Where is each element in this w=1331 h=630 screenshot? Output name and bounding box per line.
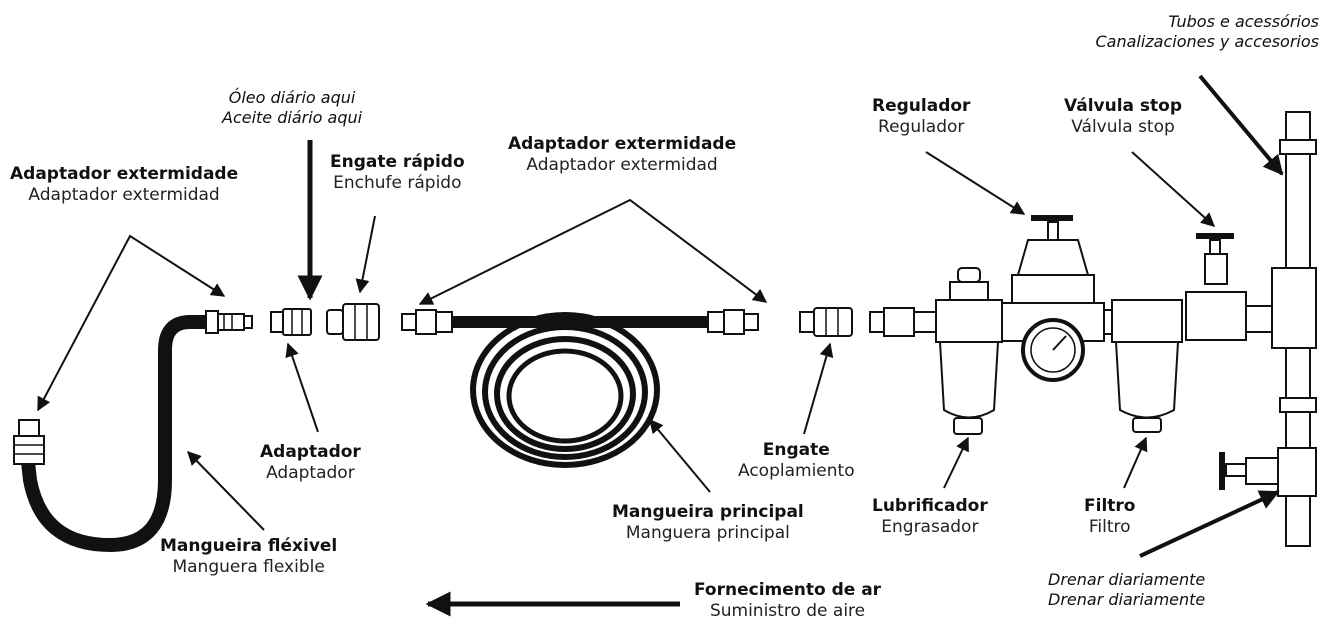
lubricator-icon	[935, 267, 1003, 435]
vertical-pipe-icon	[1271, 111, 1317, 547]
label-es: Enchufe rápido	[333, 173, 462, 194]
label-es: Filtro	[1088, 517, 1131, 538]
label-es: Suministro de aire	[709, 601, 866, 622]
label-lubricator: Lubrificador Engrasador	[872, 496, 988, 539]
label-adapter-center: Adaptador extermidade Adaptador extermid…	[508, 134, 736, 177]
label-es: Drenar diariamente	[1048, 590, 1206, 609]
label-main-hose: Mangueira principal Manguera principal	[612, 502, 804, 545]
label-pt: Óleo diário aqui	[228, 88, 356, 107]
label-pt: Drenar diariamente	[1048, 570, 1206, 589]
pressure-gauge-icon	[1021, 318, 1085, 382]
filter-icon	[1111, 299, 1183, 433]
label-pt: Engate rápido	[330, 152, 465, 172]
label-oil: Óleo diário aqui Aceite diário aqui	[222, 88, 362, 128]
label-air-supply: Fornecimento de ar Suministro de aire	[694, 580, 881, 623]
coupling-icon	[799, 307, 853, 337]
adapter-fitting-icon	[270, 308, 312, 336]
label-adapter-left: Adaptador extermidade Adaptador extermid…	[10, 164, 238, 207]
label-coupling: Engate Acoplamiento	[738, 440, 855, 483]
label-es: Válvula stop	[1071, 117, 1175, 138]
flexible-hose-icon	[13, 310, 253, 553]
label-pipes: Tubos e acessórios Canalizaciones y acce…	[1095, 12, 1319, 52]
label-filter: Filtro Filtro	[1084, 496, 1135, 539]
label-es: Adaptador extermidad	[526, 155, 718, 176]
label-es: Engrasador	[881, 517, 979, 538]
label-drain: Drenar diariamente Drenar diariamente	[1048, 570, 1205, 610]
label-pt: Regulador	[872, 96, 971, 116]
inlet-fitting	[869, 307, 939, 337]
label-es: Regulador	[878, 117, 965, 138]
label-flex-hose: Mangueira fléxivel Manguera flexible	[160, 536, 337, 579]
label-pt: Adaptador extermidade	[508, 134, 737, 154]
label-es: Aceite diário aqui	[222, 108, 363, 127]
label-es: Manguera flexible	[172, 557, 325, 578]
leader-arrows	[37, 74, 1284, 617]
label-pt: Lubrificador	[872, 496, 988, 516]
label-regulator: Regulador Regulador	[872, 96, 970, 139]
label-pt: Engate	[762, 440, 830, 460]
label-pt: Válvula stop	[1064, 96, 1183, 116]
label-pt: Filtro	[1084, 496, 1136, 516]
stop-valve-icon	[1185, 233, 1273, 341]
label-quick-coupler: Engate rápido Enchufe rápido	[330, 152, 465, 195]
label-pt: Fornecimento de ar	[694, 580, 882, 600]
label-adapter: Adaptador Adaptador	[260, 442, 361, 485]
label-stop-valve: Válvula stop Válvula stop	[1064, 96, 1182, 139]
label-es: Adaptador	[266, 463, 355, 484]
label-es: Canalizaciones y accesorios	[1095, 32, 1319, 51]
quick-coupler-icon	[326, 303, 380, 341]
label-es: Adaptador extermidad	[28, 185, 220, 206]
label-es: Acoplamiento	[738, 461, 855, 482]
label-pt: Mangueira principal	[612, 502, 804, 522]
label-pt: Mangueira fléxivel	[160, 536, 338, 556]
label-pt: Tubos e acessórios	[1168, 12, 1319, 31]
regulator-icon	[1001, 215, 1105, 342]
drain-valve-icon	[1219, 452, 1279, 490]
label-es: Manguera principal	[625, 523, 790, 544]
coiled-hose-icon	[401, 309, 759, 468]
label-pt: Adaptador extermidade	[10, 164, 239, 184]
label-pt: Adaptador	[260, 442, 361, 462]
